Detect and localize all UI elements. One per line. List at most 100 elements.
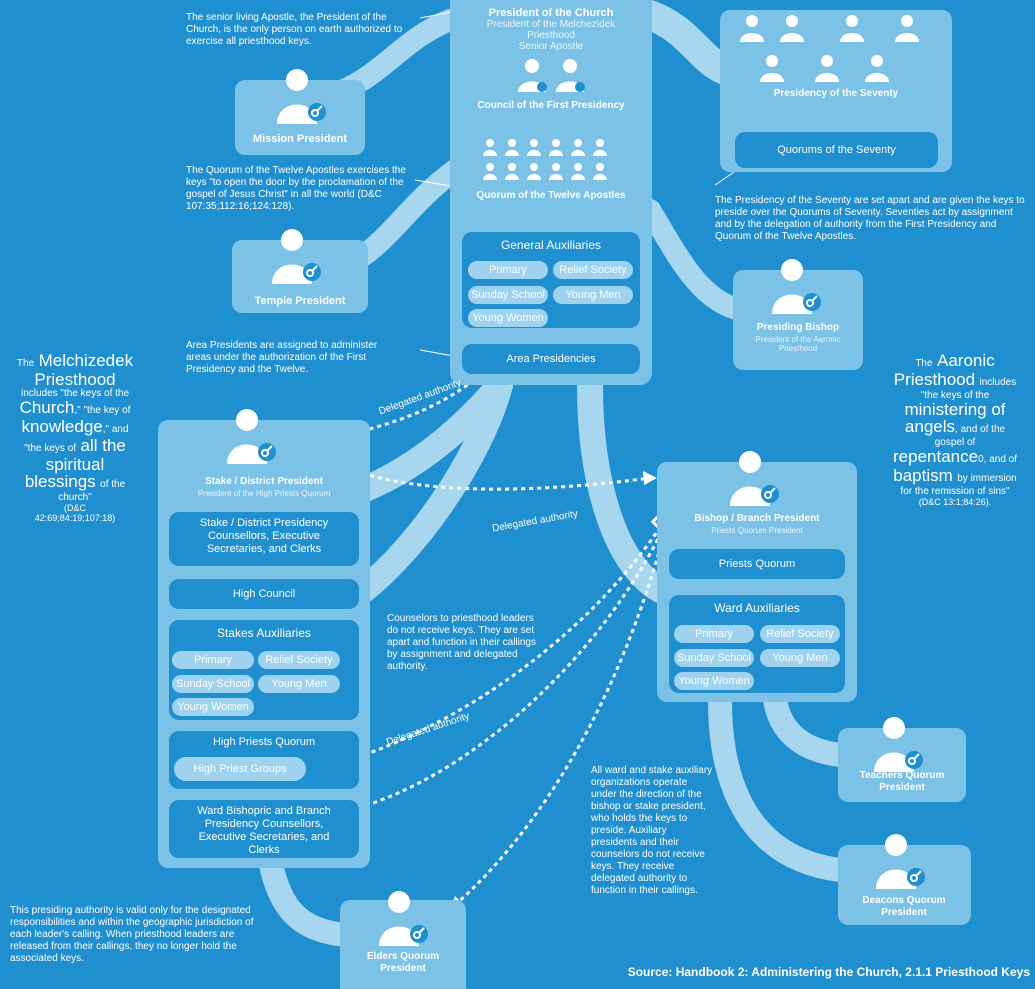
person-icon bbox=[876, 834, 925, 889]
ward-chip-relief-society[interactable]: Relief Society bbox=[760, 625, 840, 643]
president-subtitle: President of the Melchezidek Priesthood … bbox=[450, 19, 652, 52]
person-icon bbox=[483, 139, 607, 180]
aaronic-quote: The Aaronic Priesthood includes "the key… bbox=[875, 352, 1035, 508]
presiding-bishop-sub: President of the Aaronic Priesthood bbox=[755, 335, 841, 353]
deacons-label: Deacons Quorum President bbox=[862, 895, 946, 918]
twelve-label: Quorum of the Twelve Apostles bbox=[476, 190, 626, 201]
source-citation: Source: Handbook 2: Administering the Ch… bbox=[627, 965, 1030, 979]
person-icon bbox=[272, 229, 321, 284]
seventy-title: Presidency of the Seventy bbox=[773, 88, 899, 99]
ward-chip-young-men[interactable]: Young Men bbox=[760, 649, 840, 667]
aux-chip-relief-society[interactable]: Relief Society bbox=[553, 261, 633, 279]
ward-auxiliaries-title: Ward Auxiliaries bbox=[714, 601, 800, 615]
bishop-icon bbox=[728, 450, 782, 508]
area-presidencies[interactable]: Area Presidencies bbox=[462, 344, 640, 374]
person-icon bbox=[772, 259, 821, 314]
note-seventy: The Presidency of the Seventy are set ap… bbox=[715, 195, 1025, 242]
ward-bishopric[interactable]: Ward Bishopric and Branch Presidency Cou… bbox=[169, 800, 359, 858]
stake-chip-sunday-school[interactable]: Sunday School bbox=[172, 675, 254, 693]
stake-chip-relief-society[interactable]: Relief Society bbox=[258, 651, 340, 669]
stake-chip-primary[interactable]: Primary bbox=[172, 651, 254, 669]
stake-president-title: Stake / District President bbox=[205, 476, 323, 487]
mel-w11: spiritual bbox=[45, 455, 105, 474]
ward-chip-primary[interactable]: Primary bbox=[674, 625, 754, 643]
delegated-arrow-1 bbox=[304, 373, 481, 442]
high-priests-quorum-title: High Priests Quorum bbox=[212, 736, 316, 748]
aar-w13: by immersion bbox=[957, 473, 1017, 484]
aar-w9: gospel of bbox=[934, 437, 976, 448]
temple-person-icon bbox=[270, 228, 324, 286]
presiding-bishop-title: Presiding Bishop bbox=[756, 322, 840, 333]
presiding-bishop-box bbox=[733, 270, 863, 370]
band-elders bbox=[258, 848, 357, 947]
aar-w3: Priesthood bbox=[893, 370, 976, 389]
stake-president-sub: President of the High Priests Quorum bbox=[197, 489, 331, 498]
delegated-arrow-4 bbox=[329, 524, 667, 817]
key-icon bbox=[311, 105, 323, 117]
president-title: President of the Church bbox=[488, 7, 614, 19]
band-presiding-bishop bbox=[639, 199, 751, 321]
key-icon bbox=[806, 295, 818, 307]
mel-w16: 42:69;84:19;107:18) bbox=[34, 513, 116, 523]
stake-chip-young-women[interactable]: Young Women bbox=[172, 698, 254, 716]
stake-presidency[interactable]: Stake / District Presidency Counsellors,… bbox=[169, 512, 359, 566]
note-twelve: The Quorum of the Twelve Apostles exerci… bbox=[186, 165, 406, 212]
aux-chip-young-men[interactable]: Young Men bbox=[553, 286, 633, 304]
aar-w4: includes bbox=[979, 377, 1017, 388]
temple-president-label: Temple President bbox=[254, 295, 346, 307]
band-deacons bbox=[708, 688, 852, 882]
high-priest-groups[interactable]: High Priest Groups bbox=[174, 757, 306, 781]
mel-w13: of the bbox=[100, 479, 126, 490]
delegated-arrow-2 bbox=[339, 463, 651, 491]
stake-president-icon bbox=[225, 408, 279, 466]
aar-w2: Aaronic bbox=[937, 351, 995, 370]
mel-w5: Church bbox=[19, 398, 75, 417]
ward-chip-sunday-school[interactable]: Sunday School bbox=[674, 649, 754, 667]
mission-person-icon bbox=[275, 68, 329, 126]
president-sub-3: Senior Apostle bbox=[518, 41, 584, 52]
twelve-apostles-icons bbox=[482, 138, 622, 184]
presiding-bishop-icon bbox=[770, 258, 824, 316]
person-icon bbox=[379, 891, 428, 946]
aux-chip-primary[interactable]: Primary bbox=[468, 261, 548, 279]
priests-quorum[interactable]: Priests Quorum bbox=[669, 549, 845, 579]
bishop-title: Bishop / Branch President bbox=[694, 513, 820, 524]
aar-w5: "the keys of the bbox=[920, 390, 990, 401]
person-icon bbox=[730, 451, 779, 506]
aar-w12: baptism bbox=[893, 466, 953, 485]
person-icon bbox=[740, 15, 919, 82]
mel-w2: Melchizedek bbox=[38, 351, 134, 370]
band-stake-2 bbox=[337, 372, 513, 613]
note-senior-apostle: The senior living Apostle, the President… bbox=[186, 12, 403, 47]
aar-w10: repentance bbox=[893, 447, 979, 466]
mel-w4: includes "the keys of the bbox=[20, 388, 130, 399]
delegated-arrow-3 bbox=[334, 519, 667, 767]
person-icon bbox=[227, 409, 276, 464]
first-presidency-label: Council of the First Presidency bbox=[477, 100, 625, 111]
mel-w6: ," "the key of bbox=[74, 405, 131, 416]
band-teachers bbox=[763, 688, 852, 767]
aux-chip-sunday-school[interactable]: Sunday School bbox=[468, 286, 548, 304]
first-presidency-icons bbox=[515, 58, 595, 94]
stake-chip-young-men[interactable]: Young Men bbox=[258, 675, 340, 693]
seventy-icons bbox=[738, 14, 938, 84]
mel-w14: church" bbox=[58, 492, 92, 503]
mission-president-label: Mission President bbox=[252, 133, 348, 145]
note-counselors: Counselors to priesthood leaders do not … bbox=[387, 613, 536, 672]
mel-w15: (D&C bbox=[64, 503, 86, 513]
mel-w12: blessings bbox=[24, 472, 96, 491]
melchizedek-quote: The Melchizedek Priesthood includes "the… bbox=[0, 352, 150, 523]
person-icon bbox=[518, 59, 585, 92]
key-icon bbox=[910, 870, 922, 882]
high-council[interactable]: High Council bbox=[169, 579, 359, 609]
quorums-of-seventy[interactable]: Quorums of the Seventy bbox=[735, 132, 938, 168]
note-presiding-authority: This presiding authority is valid only f… bbox=[10, 905, 254, 964]
aux-chip-young-women[interactable]: Young Women bbox=[468, 309, 548, 327]
key-icon bbox=[261, 445, 273, 457]
person-icon bbox=[277, 69, 326, 124]
aar-w15: (D&C 13:1;84:26). bbox=[918, 497, 992, 507]
ward-chip-young-women[interactable]: Young Women bbox=[674, 672, 754, 690]
aar-w14: for the remission of sins" bbox=[900, 486, 1010, 497]
